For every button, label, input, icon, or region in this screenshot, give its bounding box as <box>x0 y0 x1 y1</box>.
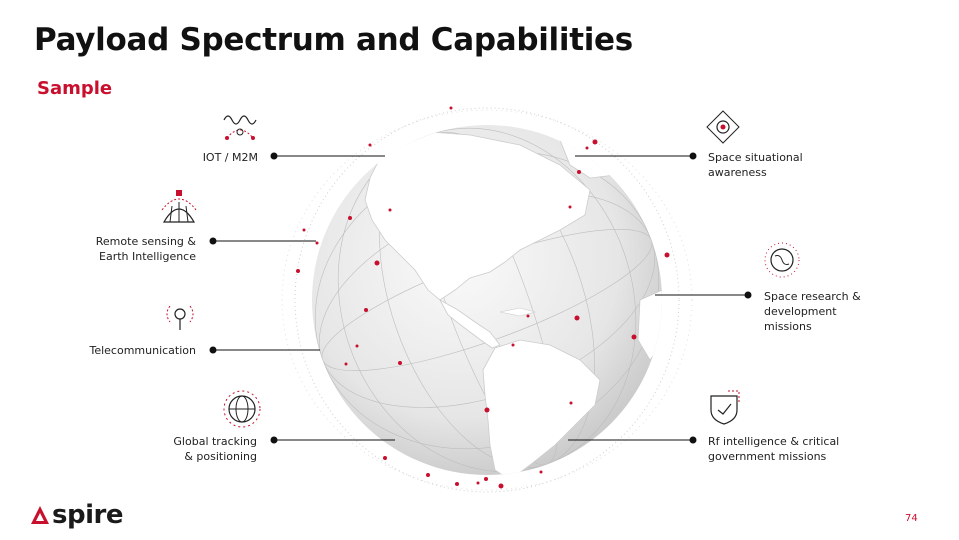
orbit-ring <box>281 109 693 491</box>
label-remote-sensing: Remote sensing & Earth Intelligence <box>95 235 196 263</box>
label-telecom: Telecommunication <box>89 344 196 357</box>
globe-tracking-icon <box>223 390 261 428</box>
page-number: 74 <box>905 513 918 524</box>
continent-central-america <box>439 298 501 349</box>
shield-check-icon <box>710 390 740 425</box>
satellite-scan-icon <box>161 190 197 223</box>
globe-details <box>314 127 662 475</box>
satellite-dots <box>296 106 670 489</box>
page-subtitle: Sample <box>37 78 113 99</box>
continent-south-america <box>482 339 601 475</box>
label-rf: Rf intelligence & critical government mi… <box>708 435 840 463</box>
logo-text: spire <box>52 500 123 530</box>
label-tracking: Global tracking & positioning <box>173 435 257 463</box>
orbit-shell <box>294 107 680 493</box>
antenna-icon <box>166 305 194 330</box>
globe-research-icon <box>764 242 800 278</box>
label-ssa: Space situational awareness <box>708 151 803 179</box>
iot-signal-icon <box>223 115 257 140</box>
label-iot: IOT / M2M <box>202 151 258 164</box>
label-research: Space research & development missions <box>764 290 861 333</box>
continent-north-america <box>364 131 591 301</box>
spire-logo-icon <box>31 506 49 524</box>
page-title: Payload Spectrum and Capabilities <box>34 22 633 58</box>
target-eye-icon <box>706 110 740 144</box>
